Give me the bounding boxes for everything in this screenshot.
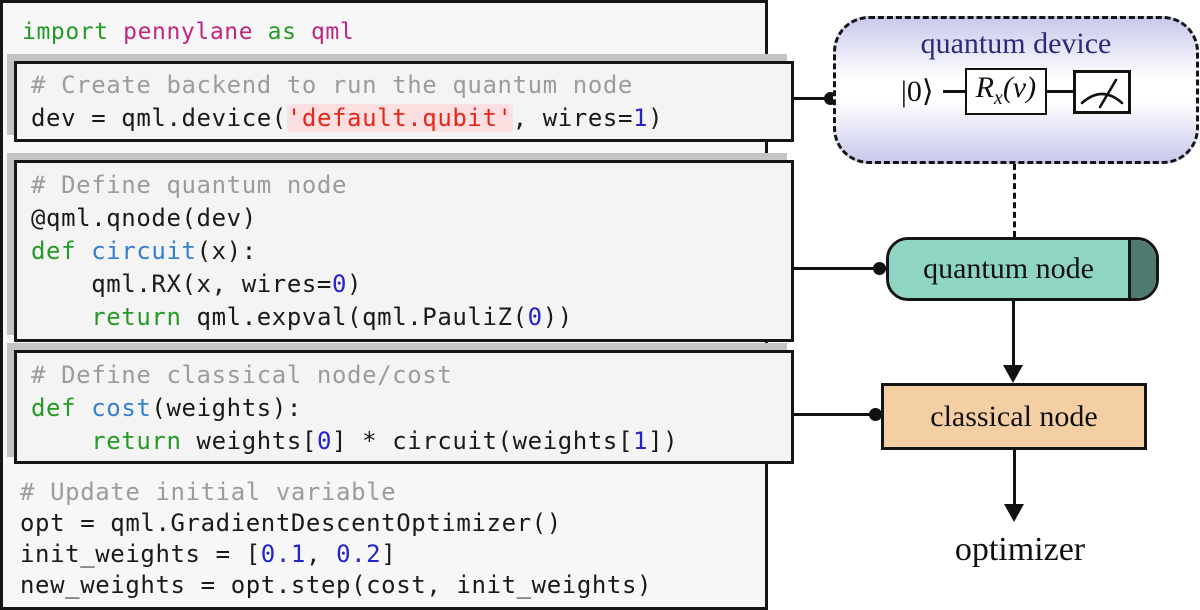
code-line: def circuit(x): (31, 235, 777, 268)
quantum-circuit: |0⟩ Rx(v) (836, 68, 1196, 115)
code-token (76, 394, 91, 422)
code-token (297, 19, 311, 45)
code-token: ] * circuit(weights[ (332, 427, 633, 455)
code-token: opt = qml.GradientDescentOptimizer() (20, 509, 562, 537)
code-line: import pennylane as qml (22, 17, 354, 47)
code-token: cost (91, 394, 152, 422)
connector-qnode-dot (873, 262, 886, 275)
code-line: qml.RX(x, wires=0) (31, 268, 777, 301)
code-line: dev = qml.device('default.qubit', wires=… (31, 102, 777, 135)
code-token: 0 (527, 303, 543, 331)
code-token: 0 (331, 270, 348, 298)
quantum-node-box: quantum node (886, 237, 1159, 301)
code-line: # Create backend to run the quantum node (31, 69, 777, 102)
code-token: # Define classical node/cost (31, 361, 453, 389)
code-token: return (91, 427, 182, 455)
code-line: return weights[0] * circuit(weights[1]) (31, 425, 777, 458)
code-token: (weights): (151, 394, 302, 422)
connector-cnode-dot (869, 408, 882, 421)
quantum-device-box: quantum device |0⟩ Rx(v) (833, 16, 1199, 164)
code-token (31, 303, 91, 331)
rx-gate-box: Rx(v) (964, 68, 1048, 115)
code-token: new_weights = opt.step(cost, init_weight… (20, 571, 653, 599)
code-token: dev = qml.device( (31, 104, 287, 132)
code-token: circuit (91, 237, 197, 265)
circuit-wire-icon (1047, 90, 1074, 93)
code-line: # Define quantum node (31, 169, 777, 202)
code-token: ) (648, 104, 664, 132)
code-token: import (22, 19, 109, 45)
arrow-qnode-to-cnode-head (1003, 365, 1023, 383)
code-token: )) (542, 303, 573, 331)
connector-device-line (794, 97, 832, 100)
rx-gate-label: R (975, 71, 994, 104)
code-line: init_weights = [0.1, 0.2] (20, 539, 652, 570)
measurement-meter-icon (1080, 78, 1124, 108)
code-footer-optimizer: # Update initial variable opt = qml.Gradi… (20, 477, 652, 601)
code-token: ] (381, 540, 397, 568)
code-token: def (31, 237, 77, 265)
code-token: qml (310, 19, 355, 45)
code-token: 0.1 (260, 540, 306, 568)
circuit-wire-icon (942, 90, 965, 93)
measurement-box (1073, 69, 1132, 114)
code-line: # Update initial variable (20, 477, 652, 508)
connector-device-to-qnode-dashed (1013, 164, 1016, 237)
code-token: 0.2 (336, 540, 382, 568)
code-token: 'default.qubit' (286, 104, 513, 132)
code-token (31, 427, 91, 455)
connector-cnode-line (794, 413, 878, 416)
code-token: init_weights = [ (20, 540, 261, 568)
code-token: , (305, 540, 337, 568)
code-token: 1 (633, 104, 649, 132)
classical-node-box: classical node (881, 383, 1147, 450)
arrow-cnode-to-optimizer-line (1013, 450, 1016, 506)
code-block-device: # Create backend to run the quantum node… (14, 61, 794, 142)
code-block-classical-node: # Define classical node/cost def cost(wei… (14, 350, 794, 464)
connector-qnode-line (794, 267, 888, 270)
classical-node-label: classical node (930, 399, 1098, 433)
code-token: as (267, 19, 297, 45)
quantum-device-title: quantum device (920, 27, 1112, 60)
code-token: # Define quantum node (31, 171, 348, 199)
code-token: # Create backend to run the quantum node (31, 71, 633, 99)
import-statement: import pennylane as qml (22, 17, 354, 47)
code-token: 1 (633, 427, 649, 455)
code-token: 0 (316, 427, 333, 455)
code-line: opt = qml.GradientDescentOptimizer() (20, 508, 652, 539)
quantum-node-label: quantum node (889, 240, 1128, 298)
arrow-qnode-to-cnode-line (1012, 301, 1015, 367)
code-line: new_weights = opt.step(cost, init_weight… (20, 570, 652, 601)
code-token (253, 19, 267, 45)
code-token: ) (347, 270, 363, 298)
code-token: def (31, 394, 77, 422)
code-line: # Define classical node/cost (31, 359, 777, 392)
ket-zero-label: |0⟩ (900, 75, 934, 108)
arrow-cnode-to-optimizer-head (1004, 504, 1024, 522)
code-token (76, 237, 91, 265)
code-block-quantum-node: # Define quantum node @qml.qnode(dev) def … (14, 160, 794, 342)
code-token: weights[ (181, 427, 317, 455)
optimizer-label: optimizer (954, 531, 1086, 568)
rx-gate-args: (v) (1002, 71, 1037, 104)
rx-gate-subscript: x (993, 87, 1003, 109)
code-token: qml.RX(x, wires= (31, 270, 332, 298)
code-token: (x): (196, 237, 257, 265)
code-token: pennylane (123, 19, 254, 45)
code-token: ]) (648, 427, 679, 455)
code-token: , wires= (512, 104, 633, 132)
code-line: def cost(weights): (31, 392, 777, 425)
code-token: qml.expval(qml.PauliZ( (181, 303, 528, 331)
code-token (109, 19, 123, 45)
code-line: return qml.expval(qml.PauliZ(0)) (31, 301, 777, 334)
code-line: @qml.qnode(dev) (31, 202, 777, 235)
quantum-node-cap (1128, 240, 1156, 298)
code-token: return (91, 303, 182, 331)
code-token: @qml.qnode(dev) (31, 204, 257, 232)
code-token: # Update initial variable (20, 478, 397, 506)
